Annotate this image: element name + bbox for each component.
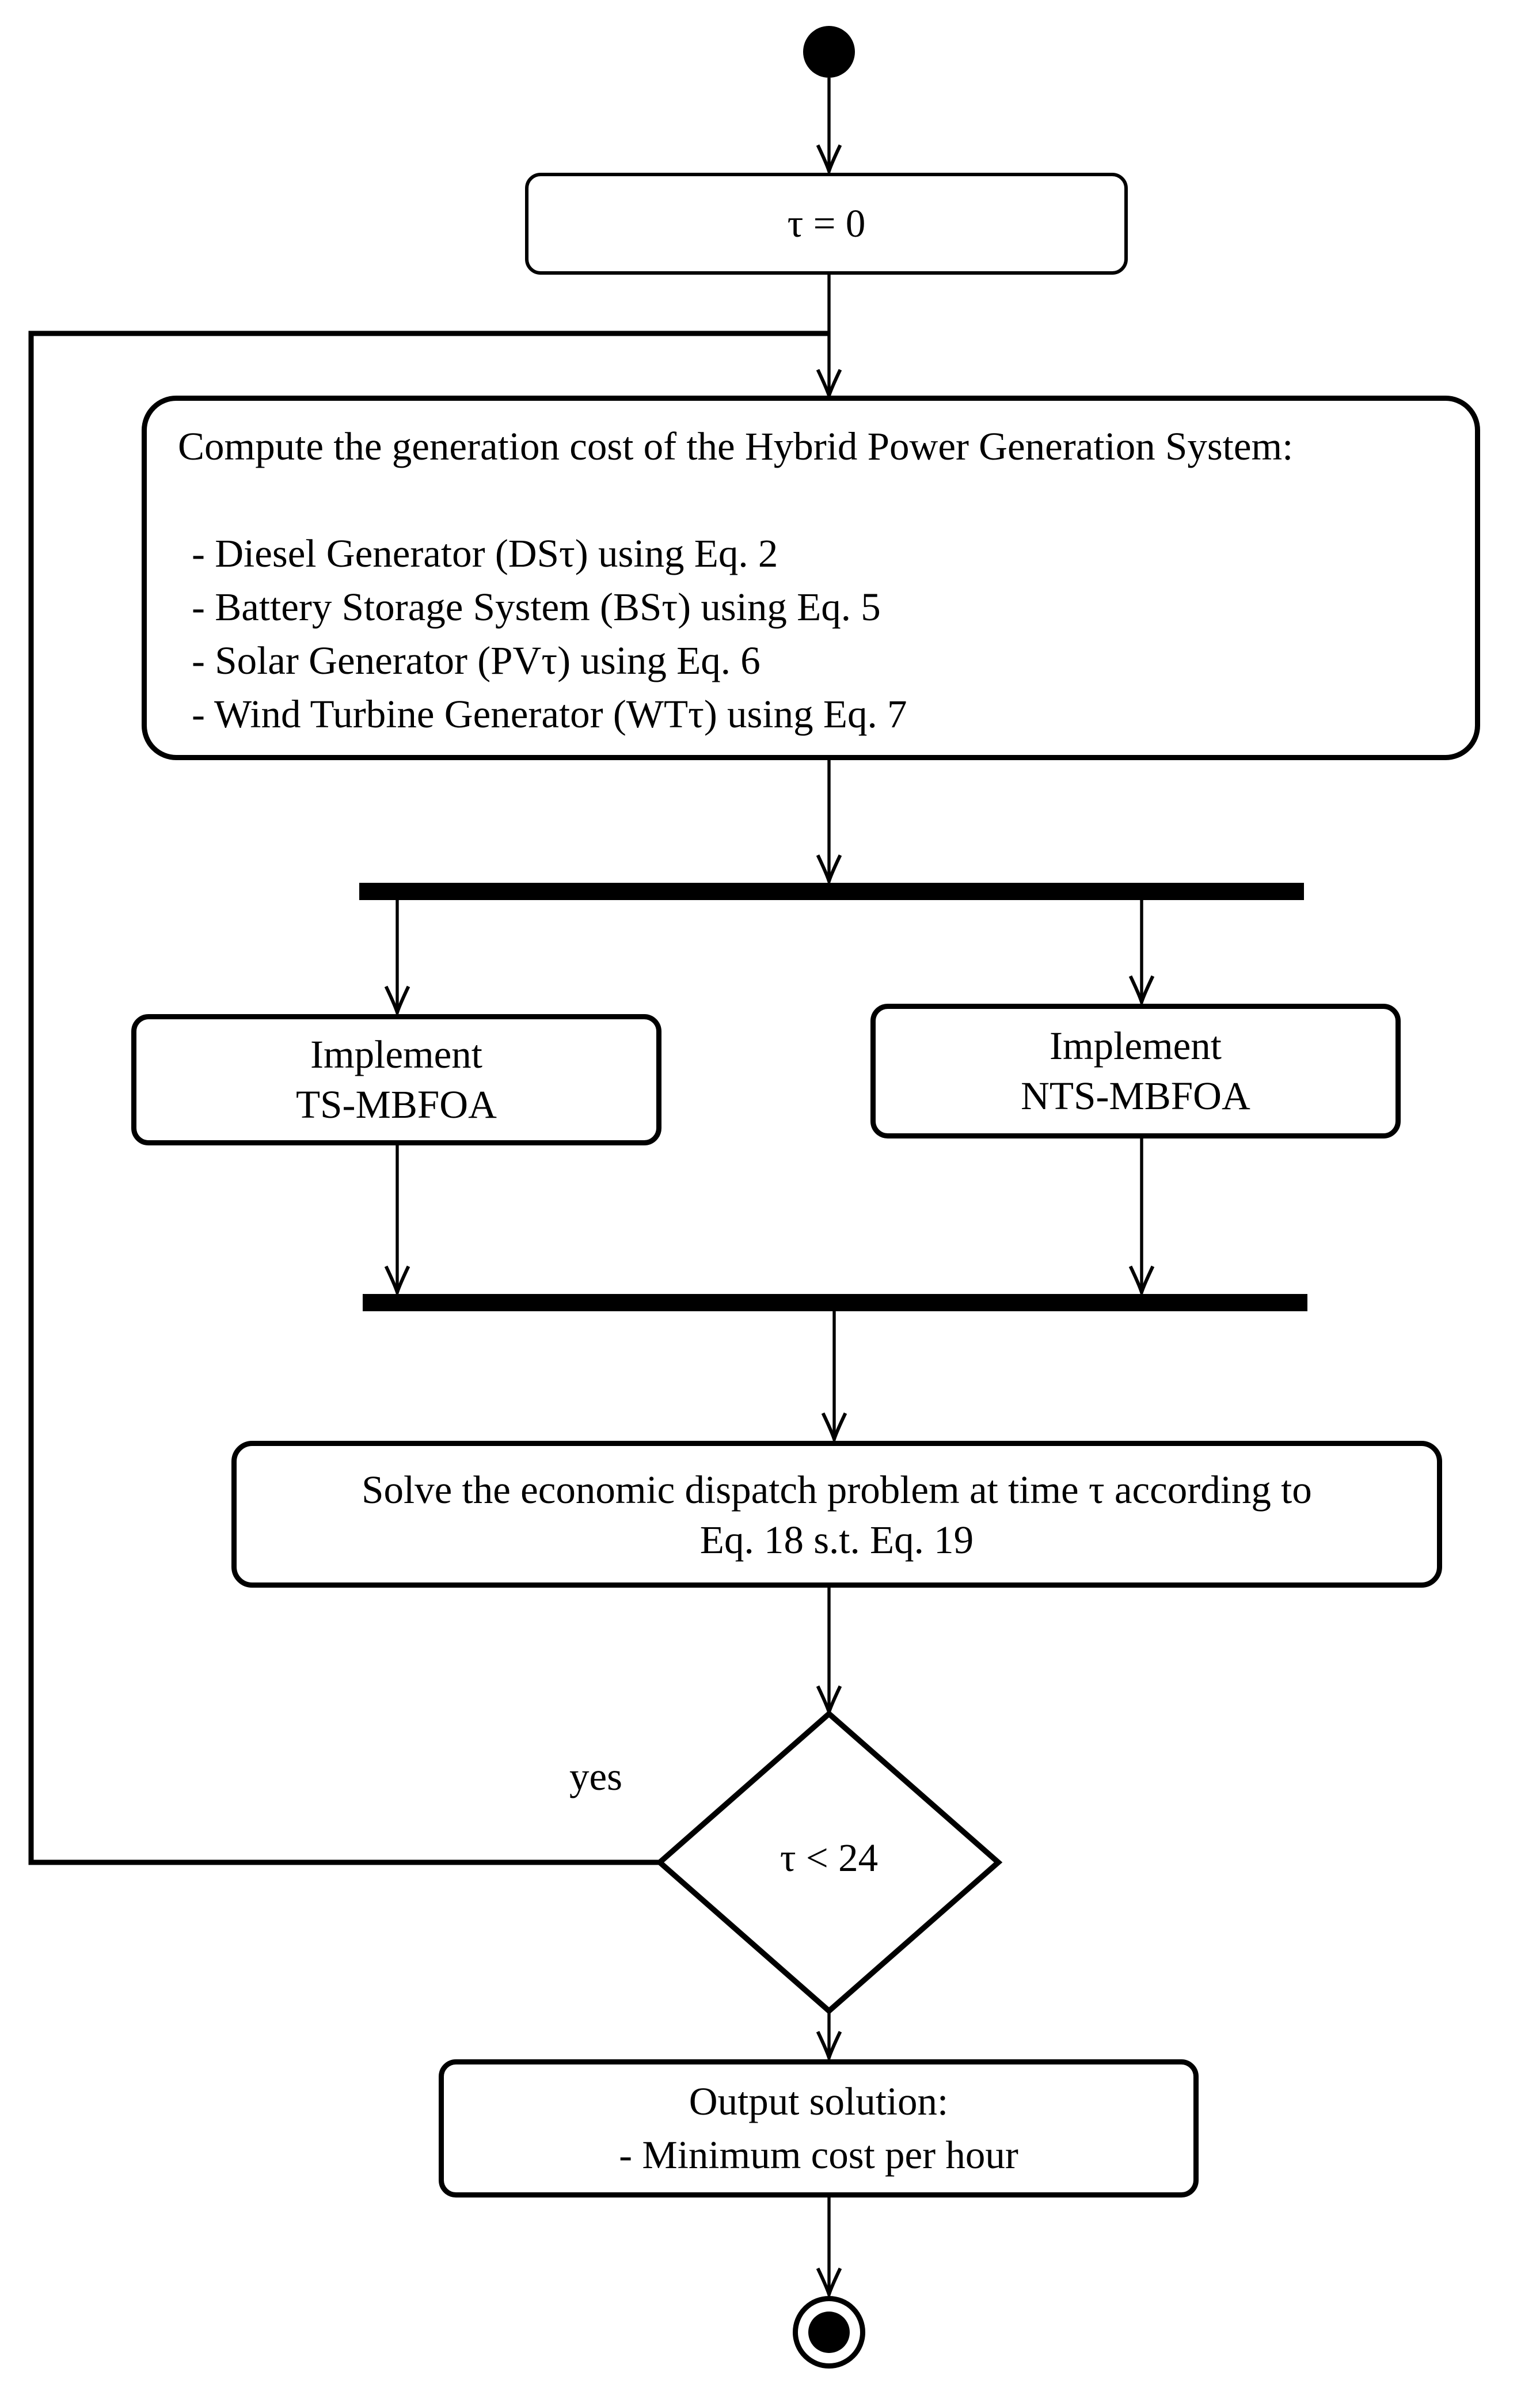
solve-dispatch-line1: Solve the economic dispatch problem at t…	[362, 1467, 1312, 1511]
end-node-icon	[793, 2296, 865, 2369]
nts-mbfoa-line1: Implement	[1050, 1024, 1222, 1068]
edge-decision-to-output	[816, 2011, 842, 2063]
edge-start-to-init	[816, 78, 842, 177]
join-bar	[363, 1294, 1307, 1311]
init-tau-box: τ = 0	[525, 173, 1128, 275]
compute-item-wind: - Wind Turbine Generator (WTτ) using Eq.…	[192, 693, 907, 736]
implement-ts-mbfoa-box: Implement TS-MBFOA	[131, 1014, 661, 1145]
edge-fork-to-nts	[1128, 900, 1155, 1008]
output-solution-box: Output solution: - Minimum cost per hour	[439, 2059, 1199, 2198]
yes-branch-label: yes	[569, 1755, 622, 1798]
edge-compute-to-fork	[816, 760, 842, 887]
compute-item-diesel: - Diesel Generator (DSτ) using Eq. 2	[192, 532, 778, 575]
ts-mbfoa-line1: Implement	[310, 1033, 482, 1076]
edge-ts-to-join	[384, 1145, 410, 1298]
output-solution-line1: Output solution:	[689, 2080, 949, 2123]
solve-dispatch-box: Solve the economic dispatch problem at t…	[231, 1441, 1442, 1588]
fork-bar	[359, 883, 1304, 900]
ts-mbfoa-line2: TS-MBFOA	[296, 1083, 497, 1126]
start-node-icon	[803, 26, 855, 78]
compute-cost-box: Compute the generation cost of the Hybri…	[142, 396, 1480, 760]
output-solution-line2: - Minimum cost per hour	[619, 2134, 1018, 2177]
init-tau-label: τ = 0	[787, 202, 866, 245]
edge-solve-to-decision	[816, 1588, 842, 1718]
edge-nts-to-join	[1128, 1138, 1155, 1298]
compute-cost-title: Compute the generation cost of the Hybri…	[178, 425, 1294, 468]
loop-back-edge	[28, 331, 829, 1865]
compute-item-battery: - Battery Storage System (BSτ) using Eq.…	[192, 586, 881, 629]
compute-cost-items: - Diesel Generator (DSτ) using Eq. 2 - B…	[178, 527, 907, 741]
implement-nts-mbfoa-box: Implement NTS-MBFOA	[870, 1004, 1401, 1138]
edge-output-to-end	[816, 2198, 842, 2300]
nts-mbfoa-line2: NTS-MBFOA	[1021, 1075, 1250, 1118]
edge-fork-to-ts	[384, 900, 410, 1018]
edge-join-to-solve	[821, 1311, 847, 1445]
solve-dispatch-line2: Eq. 18 s.t. Eq. 19	[699, 1517, 974, 1561]
compute-item-solar: - Solar Generator (PVτ) using Eq. 6	[192, 639, 761, 682]
decision-condition-label: τ < 24	[779, 1836, 879, 1880]
